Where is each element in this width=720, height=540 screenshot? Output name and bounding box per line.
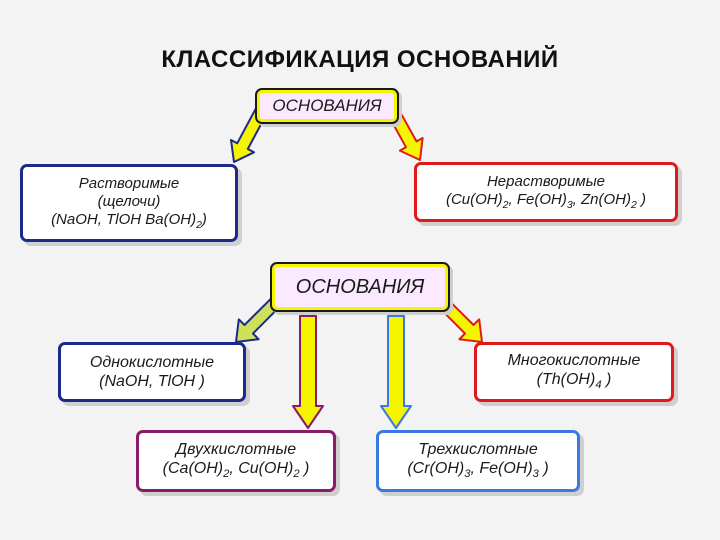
triacid-title: Трехкислотные [418, 441, 538, 459]
monoacid-title: Однокислотные [89, 353, 215, 371]
page-title: КЛАССИФИКАЦИЯ ОСНОВАНИЙ [161, 46, 559, 73]
diacid-title: Двухкислотные [175, 441, 297, 459]
bases-root-top: ОСНОВАНИЯ [255, 88, 399, 124]
diacid-box: Двухкислотные (Ca(OH)2, Cu(OH)2 ) [136, 430, 336, 492]
bases-root-bottom: ОСНОВАНИЯ [270, 262, 450, 312]
diacid-formula: (Ca(OH)2, Cu(OH)2 ) [162, 460, 310, 481]
triacid-formula: (Cr(OH)3, Fe(OH)3 ) [407, 460, 549, 481]
triacid-box: Трехкислотные (Cr(OH)3, Fe(OH)3 ) [376, 430, 580, 492]
arrow-to-triacid [380, 315, 412, 429]
soluble-formula: (NaOH, TlOH Ba(OH)2) [51, 210, 207, 231]
insoluble-title: Нерастворимые [486, 172, 606, 190]
soluble-subtitle: (щелочи) [97, 192, 161, 210]
bases-root-top-label: ОСНОВАНИЯ [272, 95, 382, 115]
polyacid-formula: (Th(OH)4 ) [536, 371, 612, 392]
polyacid-box: Многокислотные (Th(OH)4 ) [474, 342, 674, 402]
insoluble-box: Нерастворимые (Cu(OH)2, Fe(OH)3, Zn(OH)2… [414, 162, 678, 222]
polyacid-title: Многокислотные [507, 352, 641, 370]
monoacid-formula: (NaOH, TlOH ) [99, 373, 205, 390]
arrow-to-diacid [292, 315, 324, 429]
bases-root-bottom-label: ОСНОВАНИЯ [295, 276, 425, 298]
soluble-title: Растворимые [78, 174, 180, 192]
insoluble-formula: (Cu(OH)2, Fe(OH)3, Zn(OH)2 ) [445, 190, 647, 211]
monoacid-box: Однокислотные (NaOH, TlOH ) [58, 342, 246, 402]
soluble-box: Растворимые (щелочи) (NaOH, TlOH Ba(OH)2… [20, 164, 238, 242]
